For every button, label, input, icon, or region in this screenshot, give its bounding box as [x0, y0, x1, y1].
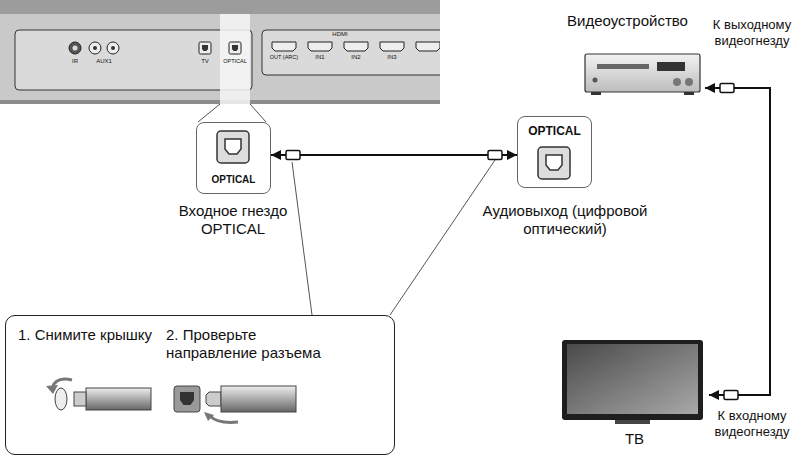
soundbar-rear-panel — [0, 0, 799, 104]
port-label: IN1 — [308, 54, 332, 61]
tv-set-drawing — [560, 340, 705, 445]
cable-group — [271, 151, 517, 160]
cable-connector — [705, 88, 770, 395]
step-text: 2. Проверьте направление разъема — [166, 326, 341, 362]
port-label: IN3 — [380, 54, 404, 61]
port-label: HDMI — [325, 31, 355, 38]
tv-set: ТВ — [560, 340, 709, 448]
optical-jack — [538, 147, 570, 179]
tv-drawing — [562, 340, 703, 424]
port-label: AUX1 — [88, 58, 120, 65]
cable-plug — [488, 151, 502, 160]
cable-group — [705, 84, 770, 400]
device-label: ТВ — [560, 430, 709, 448]
cable-end-label: К входному видеогнезду — [708, 408, 796, 439]
jack-label: OPTICAL — [518, 124, 591, 138]
cable-plug — [720, 84, 734, 93]
plug-cap-removal — [46, 379, 151, 410]
plug-orientation-check — [174, 386, 296, 422]
zoom-callout-box: OPTICAL — [517, 116, 592, 188]
port-label: OPTICAL — [220, 58, 250, 65]
cable-end-label: К выходному видеогнезду — [708, 17, 796, 48]
zoom-callout-box: OPTICAL — [196, 122, 271, 194]
port-label: IN2 — [344, 54, 368, 61]
instruction-box: 1. Снимите крышку 2. Проверьте направлени… — [5, 315, 395, 455]
optical-jack — [217, 131, 249, 163]
port-label: IR — [66, 58, 84, 65]
step-text: 1. Снимите крышку — [18, 326, 152, 344]
port-label: TV — [197, 58, 213, 65]
cable-connector — [271, 154, 517, 156]
device-label: Видеоустройство — [567, 12, 688, 30]
cable-plug — [724, 391, 738, 400]
jack-caption: Входное гнездо OPTICAL — [172, 202, 294, 238]
port-label: OUT (ARC) — [262, 54, 306, 61]
video-device: Видеоустройство — [565, 12, 705, 107]
player-drawing — [585, 54, 700, 95]
jack-label: OPTICAL — [197, 174, 270, 186]
jack-caption: Аудиовыход (цифровой оптический) — [470, 202, 660, 238]
cable-plug — [286, 151, 300, 160]
